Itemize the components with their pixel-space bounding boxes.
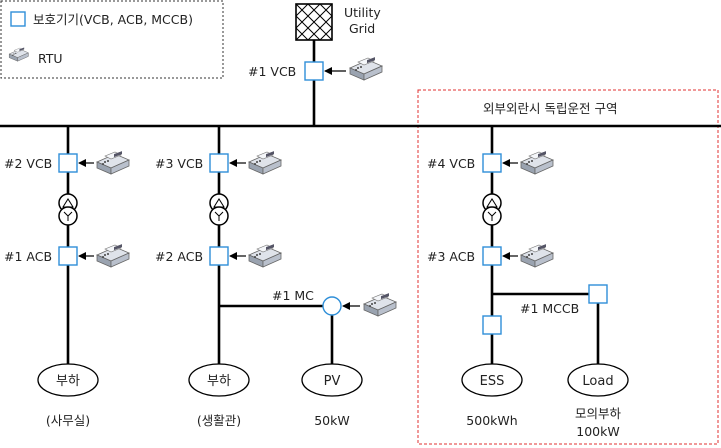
islanding-zone-border (417, 89, 719, 445)
rtu-icon (363, 292, 397, 317)
pv-caption: 50kW (314, 413, 350, 428)
breaker-vcb1 (304, 61, 324, 81)
legend-rtu-icon (8, 47, 29, 62)
breaker-mccb1 (588, 284, 608, 304)
load-living-caption: (생활관) (197, 413, 241, 428)
transformer-3 (482, 193, 502, 226)
legend-rtu-label: RTU (38, 51, 63, 66)
rtu-vcb1 (324, 56, 383, 81)
breaker-vcb3 (209, 153, 229, 173)
breaker-acb2 (209, 246, 229, 266)
rtu-icon (248, 150, 282, 175)
label-acb3: #3 ACB (427, 249, 475, 264)
legend-breaker-label: 보호기기(VCB, ACB, MCCB) (33, 12, 193, 27)
rtu-icon (96, 243, 130, 268)
breaker-acb1 (58, 246, 78, 266)
label-mccb1: #1 MCCB (520, 301, 579, 316)
grid-hatch (295, 3, 333, 41)
rtu-vcb3 (229, 150, 282, 175)
label-mc1: #1 MC (272, 288, 314, 303)
load-office-caption: (사무실) (46, 413, 90, 428)
rtu-icon (248, 243, 282, 268)
source-pv: PV 50kW (301, 363, 363, 428)
utility-grid: Utility Grid (295, 3, 381, 41)
transformer-1 (58, 193, 78, 226)
load-living-name: 부하 (207, 374, 231, 389)
grid-label-line1: Utility (344, 5, 381, 20)
load-simulated: Load 모의부하 100kW (567, 363, 629, 439)
label-vcb3: #3 VCB (155, 156, 203, 171)
label-acb1: #1 ACB (4, 249, 52, 264)
grid-label-line2: Grid (349, 21, 375, 36)
load-living: 부하 (생활관) (188, 363, 250, 428)
legend-breaker-symbol (10, 11, 26, 27)
label-vcb1: #1 VCB (248, 64, 296, 79)
rtu-icon (96, 150, 130, 175)
transformer-2 (209, 193, 229, 226)
load-office: 부하 (사무실) (37, 363, 99, 428)
load-simulated-caption-line2: 100kW (576, 424, 619, 439)
label-acb2: #2 ACB (155, 249, 203, 264)
breaker-acb3 (482, 246, 502, 266)
rtu-acb3 (502, 243, 554, 268)
rtu-icon (520, 243, 554, 268)
load-office-name: 부하 (56, 374, 80, 389)
breaker-mc1 (322, 296, 342, 316)
load-simulated-name: Load (582, 374, 613, 389)
islanding-zone-label: 외부외란시 독립운전 구역 (483, 101, 617, 116)
ess-name: ESS (480, 374, 505, 389)
rtu-icon (349, 56, 383, 81)
label-vcb4: #4 VCB (427, 156, 475, 171)
ess-caption: 500kWh (466, 413, 517, 428)
rtu-acb1 (78, 243, 130, 268)
legend-box (0, 0, 224, 79)
source-ess: ESS 500kWh (461, 363, 523, 428)
rtu-vcb2 (78, 150, 130, 175)
legend: 보호기기(VCB, ACB, MCCB) RTU (0, 0, 224, 79)
load-simulated-caption-line1: 모의부하 (575, 406, 622, 421)
label-vcb2: #2 VCB (4, 156, 52, 171)
breaker-vcb4 (482, 153, 502, 173)
rtu-acb2 (229, 243, 282, 268)
rtu-icon (520, 150, 554, 175)
rtu-vcb4 (502, 150, 554, 175)
breaker-ess (482, 315, 502, 335)
rtu-mc1 (342, 292, 397, 317)
breaker-vcb2 (58, 153, 78, 173)
pv-name: PV (324, 374, 341, 389)
